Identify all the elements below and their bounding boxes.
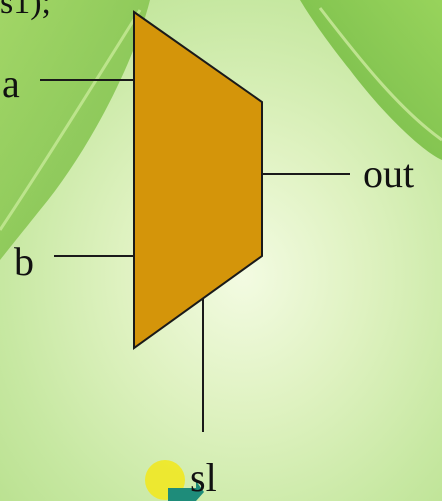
select-label: sl bbox=[190, 455, 217, 500]
output-label: out bbox=[363, 151, 415, 196]
pointer-highlight-icon bbox=[168, 481, 204, 501]
leaf-right-vein bbox=[318, 7, 442, 142]
input-label-b: b bbox=[14, 239, 34, 284]
code-fragment-text: s1); bbox=[0, 0, 51, 21]
input-label-a: a bbox=[2, 61, 20, 106]
mux-body bbox=[133, 10, 263, 350]
leaf-left-vein bbox=[0, 9, 142, 231]
leaf-left-decoration bbox=[0, 0, 150, 260]
leaf-right-decoration bbox=[300, 0, 442, 160]
